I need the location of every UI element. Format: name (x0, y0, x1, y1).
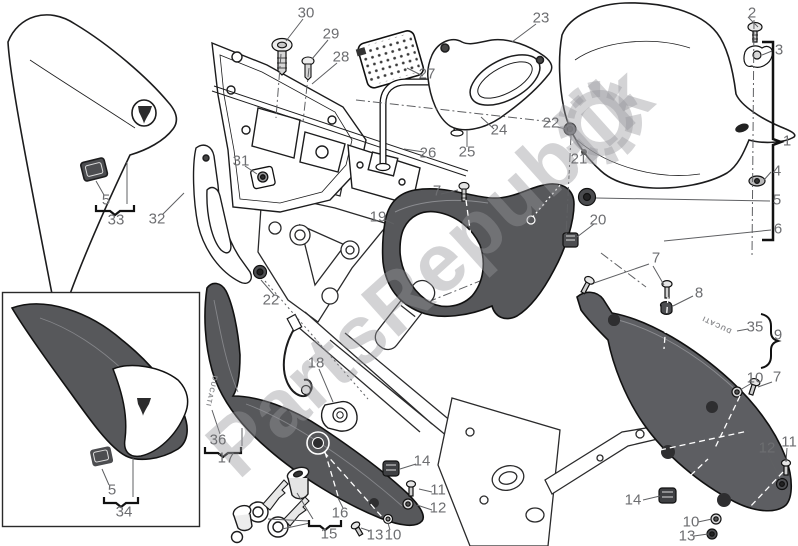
lock-barrel-16 (286, 466, 310, 500)
lock-cap (230, 504, 253, 544)
callout-36-25: 36 (209, 431, 227, 449)
leader-lines (95, 16, 788, 537)
inner-panel-left (192, 144, 252, 284)
callout-5-27: 5 (107, 481, 117, 499)
callout-28-2: 28 (332, 48, 350, 66)
callout-27-3: 27 (418, 65, 436, 83)
callout-21-15: 21 (570, 150, 588, 168)
callout-13-34: 13 (366, 526, 384, 544)
callout-29-1: 29 (322, 25, 340, 43)
callout-17-26: 17 (217, 449, 235, 467)
brace-9 (760, 313, 782, 369)
heat-guard (427, 38, 553, 131)
callout-22-14: 22 (542, 114, 560, 132)
callout-9-39: 9 (773, 326, 783, 344)
nut-12-right (775, 477, 789, 491)
callout-4-8: 4 (772, 162, 782, 180)
side-panel-left (204, 282, 424, 527)
callout-30-0: 30 (297, 4, 315, 22)
callout-32-20: 32 (148, 210, 166, 228)
screw-7-right-b (661, 280, 673, 299)
screw-30 (271, 37, 293, 76)
callout-18-24: 18 (307, 354, 325, 372)
callout-33-22: 33 (107, 211, 125, 229)
callout-8-37: 8 (694, 284, 704, 302)
mesh-grille (355, 30, 425, 89)
callout-14-44: 14 (624, 491, 642, 509)
bracket-1 (762, 40, 785, 242)
callout-7-16: 7 (432, 182, 442, 200)
callout-11-32: 11 (430, 481, 446, 499)
callout-10-40: 10 (746, 369, 764, 387)
callout-12-33: 12 (429, 499, 447, 517)
seat-fasteners (577, 21, 773, 207)
nut-10-right-top (731, 386, 743, 398)
callout-11-43: 11 (781, 433, 797, 451)
callout-26-13: 26 (419, 144, 437, 162)
rubber-bumper-5 (577, 187, 597, 207)
clip-14-right (658, 487, 677, 504)
seat-cover-top-left (7, 14, 178, 295)
seat-lock-cable (282, 313, 358, 432)
side-panel-right (576, 291, 793, 512)
screw-29 (301, 56, 315, 81)
callout-16-29: 16 (331, 504, 349, 522)
callout-31-19: 31 (232, 152, 250, 170)
callout-25-12: 25 (458, 143, 476, 161)
callout-6-10: 6 (773, 220, 783, 238)
ducati-badge-icon (138, 106, 152, 124)
pad-31 (250, 165, 276, 190)
key (267, 496, 310, 538)
callout-35-38: 35 (746, 318, 764, 336)
nut-12-left (402, 498, 414, 510)
callout-10-45: 10 (682, 513, 700, 531)
callout-12-42: 12 (758, 439, 776, 457)
tail-center-cowl (381, 183, 575, 320)
clip-20 (562, 232, 579, 248)
screw-13-left (350, 521, 364, 537)
lock-striker (320, 400, 358, 432)
callout-19-17: 19 (369, 208, 387, 226)
callout-1-7: 1 (782, 132, 792, 150)
ducati-badge-icon (137, 398, 151, 416)
bracket-17 (203, 447, 243, 459)
bracket-33 (94, 205, 136, 217)
callout-24-11: 24 (490, 121, 508, 139)
callout-34-28: 34 (115, 503, 133, 521)
nut-22-left (252, 264, 268, 280)
callout-5-21: 5 (101, 191, 111, 209)
callout-23-4: 23 (532, 9, 550, 27)
screw-7-right-top (748, 377, 761, 396)
callout-14-31: 14 (413, 452, 431, 470)
callout-20-18: 20 (589, 211, 607, 229)
callout-10-35: 10 (384, 526, 402, 544)
callout-13-46: 13 (678, 527, 696, 545)
callout-2-5: 2 (747, 4, 757, 22)
bracket-15 (307, 520, 343, 532)
lock-set (230, 466, 310, 544)
callout-5-9: 5 (772, 191, 782, 209)
callout-3-6: 3 (774, 41, 784, 59)
badge-pad-5 (90, 446, 114, 467)
screw-7-right-a (580, 275, 595, 295)
callout-22-23: 22 (262, 291, 280, 309)
inset-box (1, 291, 201, 528)
callout-15-30: 15 (320, 525, 338, 543)
bracket-34 (102, 497, 140, 509)
screw-11-left (405, 480, 417, 497)
badge-pad-5 (80, 157, 109, 182)
callout-7-36: 7 (651, 249, 661, 267)
clip-14-left (382, 460, 400, 477)
rear-subframe (257, 159, 663, 546)
grouping-brackets (94, 40, 785, 532)
screw-11-right (780, 459, 792, 476)
callout-7-41: 7 (772, 368, 782, 386)
screw-7-center (458, 181, 470, 202)
